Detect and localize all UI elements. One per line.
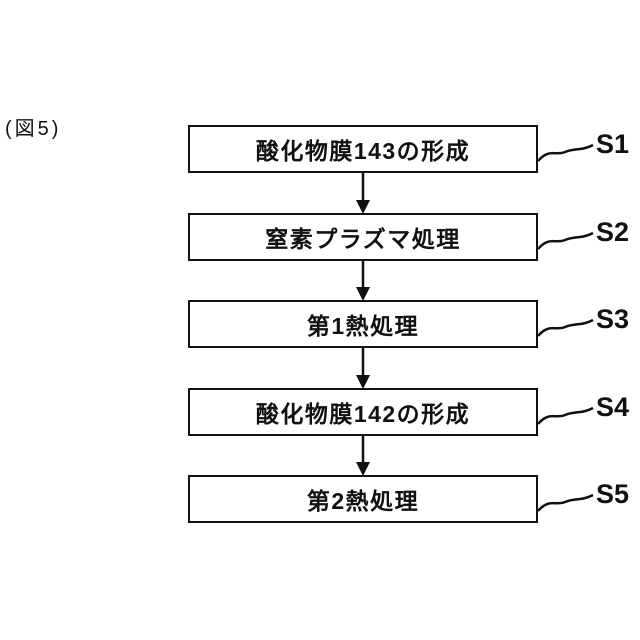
step-id-label-s5: S5	[596, 479, 630, 509]
flow-arrow-3-head	[356, 375, 370, 389]
flow-step-box-5: 第2熱処理	[188, 475, 538, 523]
flow-arrow-4-head	[356, 462, 370, 476]
flow-step-label-1: 酸化物膜143の形成	[255, 138, 471, 164]
step-id-label-s3: S3	[596, 304, 630, 334]
flow-step-box-3: 第1熱処理	[188, 300, 538, 348]
flow-step-label-2: 窒素プラズマ処理	[265, 226, 461, 252]
leader-squiggle-s2	[537, 231, 594, 250]
step-id-label-s2: S2	[596, 217, 630, 247]
flow-step-box-4: 酸化物膜142の形成	[188, 388, 538, 436]
flow-step-box-1: 酸化物膜143の形成	[188, 125, 538, 173]
leader-squiggle-s3	[537, 318, 594, 337]
flow-step-label-5: 第2熱処理	[306, 488, 420, 514]
leader-squiggle-s4	[537, 406, 594, 425]
flow-arrow-2-head	[356, 287, 370, 301]
flow-arrow-1-head	[356, 200, 370, 214]
flow-step-box-2: 窒素プラズマ処理	[188, 213, 538, 261]
leader-squiggle-s5	[537, 493, 594, 512]
step-id-label-s1: S1	[596, 129, 630, 159]
flow-step-label-3: 第1熱処理	[306, 313, 420, 339]
figure-label: (図5)	[5, 118, 62, 140]
flow-step-label-4: 酸化物膜142の形成	[255, 401, 471, 427]
step-id-label-s4: S4	[596, 392, 630, 422]
leader-squiggle-s1	[537, 143, 594, 162]
